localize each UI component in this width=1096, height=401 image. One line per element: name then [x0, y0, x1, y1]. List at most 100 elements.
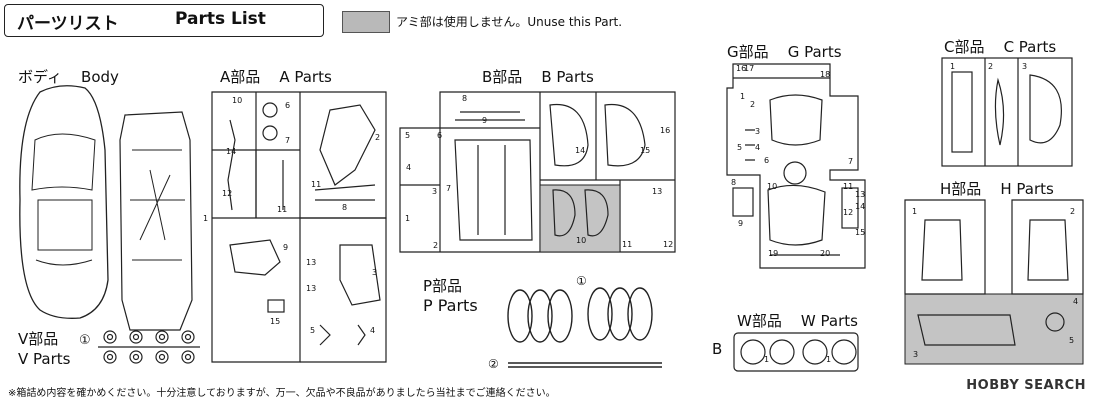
p-parts-label: P部品 P Parts — [423, 277, 478, 315]
b-num-15: 15 — [640, 146, 651, 155]
b-num-3: 3 — [432, 187, 438, 196]
a-label-en: A Parts — [279, 68, 332, 86]
g-num-1: 1 — [740, 92, 746, 101]
body-label-jp: ボディ — [18, 68, 62, 86]
a-parts-label: A部品 A Parts — [220, 66, 332, 87]
g-num-20: 20 — [820, 249, 831, 258]
v-label-jp: V部品 — [18, 330, 59, 348]
g-num-13: 13 — [855, 190, 866, 199]
footer-notice: ※箱詰め内容を確かめください。十分注意しておりますが、万一、欠品や不良品がありま… — [8, 388, 556, 399]
w-side-label: B — [712, 340, 723, 358]
b-num-5: 5 — [405, 131, 411, 140]
g-num-16: 16 — [736, 64, 747, 73]
b-num-11: 11 — [622, 240, 633, 249]
g-num-7: 7 — [848, 157, 854, 166]
g-num-8: 8 — [731, 178, 737, 187]
a-num-11b: 11 — [311, 180, 322, 189]
v-marker: ① — [79, 333, 91, 348]
w-label-en: W Parts — [800, 312, 858, 330]
b-parts-label: B部品 B Parts — [482, 66, 594, 87]
a-label-jp: A部品 — [220, 68, 261, 86]
body-label: ボディ Body — [18, 66, 119, 87]
g-num-5: 5 — [737, 143, 743, 152]
v-parts-label: V部品 ① V Parts — [18, 330, 91, 369]
g-num-3: 3 — [755, 127, 761, 136]
b-parts-frame — [399, 91, 676, 253]
b-num-2: 2 — [433, 241, 439, 250]
h-num-2: 2 — [1070, 207, 1076, 216]
p-marker-1: ① — [576, 274, 587, 288]
b-num-6: 6 — [437, 131, 443, 140]
w-parts-frame — [733, 332, 859, 372]
unused-legend-swatch — [342, 11, 390, 33]
c-num-1: 1 — [950, 62, 956, 71]
c-parts-frame — [941, 57, 1073, 167]
g-num-18: 18 — [820, 70, 831, 79]
a-num-13a: 13 — [306, 258, 317, 267]
a-num-2: 2 — [375, 133, 381, 142]
h-label-en: H Parts — [1000, 180, 1054, 198]
g-num-14: 14 — [855, 202, 866, 211]
c-num-2: 2 — [988, 62, 994, 71]
a-num-4: 4 — [370, 326, 376, 335]
a-num-9: 9 — [283, 243, 289, 252]
p-marker-2: ② — [488, 357, 499, 371]
a-num-13b: 13 — [306, 284, 317, 293]
h-num-1: 1 — [912, 207, 918, 216]
h-label-jp: H部品 — [940, 180, 982, 198]
a-num-15: 15 — [270, 317, 281, 326]
g-parts-label: G部品 G Parts — [727, 41, 842, 62]
g-num-4: 4 — [755, 143, 761, 152]
g-num-6: 6 — [764, 156, 770, 165]
a-num-3: 3 — [372, 268, 378, 277]
g-num-11: 11 — [843, 182, 854, 191]
b-num-7: 7 — [446, 184, 452, 193]
v-parts-drawing — [98, 330, 200, 364]
body-marker: 1 — [203, 214, 209, 223]
b-num-16: 16 — [660, 126, 671, 135]
g-label-en: G Parts — [787, 43, 842, 61]
h-num-5: 5 — [1069, 336, 1075, 345]
b-num-10: 10 — [576, 236, 587, 245]
h-num-3: 3 — [913, 350, 919, 359]
a-num-5: 5 — [310, 326, 316, 335]
b-num-4: 4 — [406, 163, 412, 172]
g-num-12: 12 — [843, 208, 854, 217]
parts-list-title-box: パーツリスト Parts List — [4, 4, 324, 37]
h-parts-label: H部品 H Parts — [940, 178, 1054, 199]
b-num-14: 14 — [575, 146, 586, 155]
c-num-3: 3 — [1022, 62, 1028, 71]
c-label-jp: C部品 — [944, 38, 985, 56]
w-num-1b: 1 — [826, 355, 832, 364]
c-label-en: C Parts — [1003, 38, 1057, 56]
body-drawing — [19, 85, 193, 331]
b-num-13: 13 — [652, 187, 663, 196]
g-num-15: 15 — [855, 228, 866, 237]
a-parts-frame — [211, 91, 387, 363]
b-num-8: 8 — [462, 94, 468, 103]
w-label-jp: W部品 — [737, 312, 782, 330]
w-parts-label: W部品 W Parts — [737, 310, 858, 331]
p-label-jp: P部品 — [423, 277, 463, 295]
brand-watermark: HOBBY SEARCH — [966, 378, 1086, 393]
a-num-7: 7 — [285, 136, 291, 145]
unused-legend-text: アミ部は使用しません。Unuse this Part. — [396, 15, 623, 29]
w-num-1a: 1 — [764, 355, 770, 364]
a-num-11a: 11 — [277, 205, 288, 214]
c-parts-label: C部品 C Parts — [944, 36, 1056, 57]
body-label-en: Body — [81, 68, 119, 86]
g-num-17: 17 — [744, 64, 755, 73]
b-label-jp: B部品 — [482, 68, 523, 86]
g-label-jp: G部品 — [727, 43, 769, 61]
b-num-12: 12 — [663, 240, 674, 249]
g-parts-frame — [726, 63, 866, 269]
a-num-10: 10 — [232, 96, 243, 105]
p-label-en: P Parts — [423, 296, 478, 315]
g-num-10: 10 — [767, 182, 778, 191]
p-tires-drawing — [507, 287, 662, 368]
g-num-9: 9 — [738, 219, 744, 228]
a-num-12: 12 — [222, 189, 233, 198]
v-label-en: V Parts — [18, 350, 71, 368]
h-num-4: 4 — [1073, 297, 1079, 306]
title-jp: パーツリスト — [17, 14, 119, 34]
